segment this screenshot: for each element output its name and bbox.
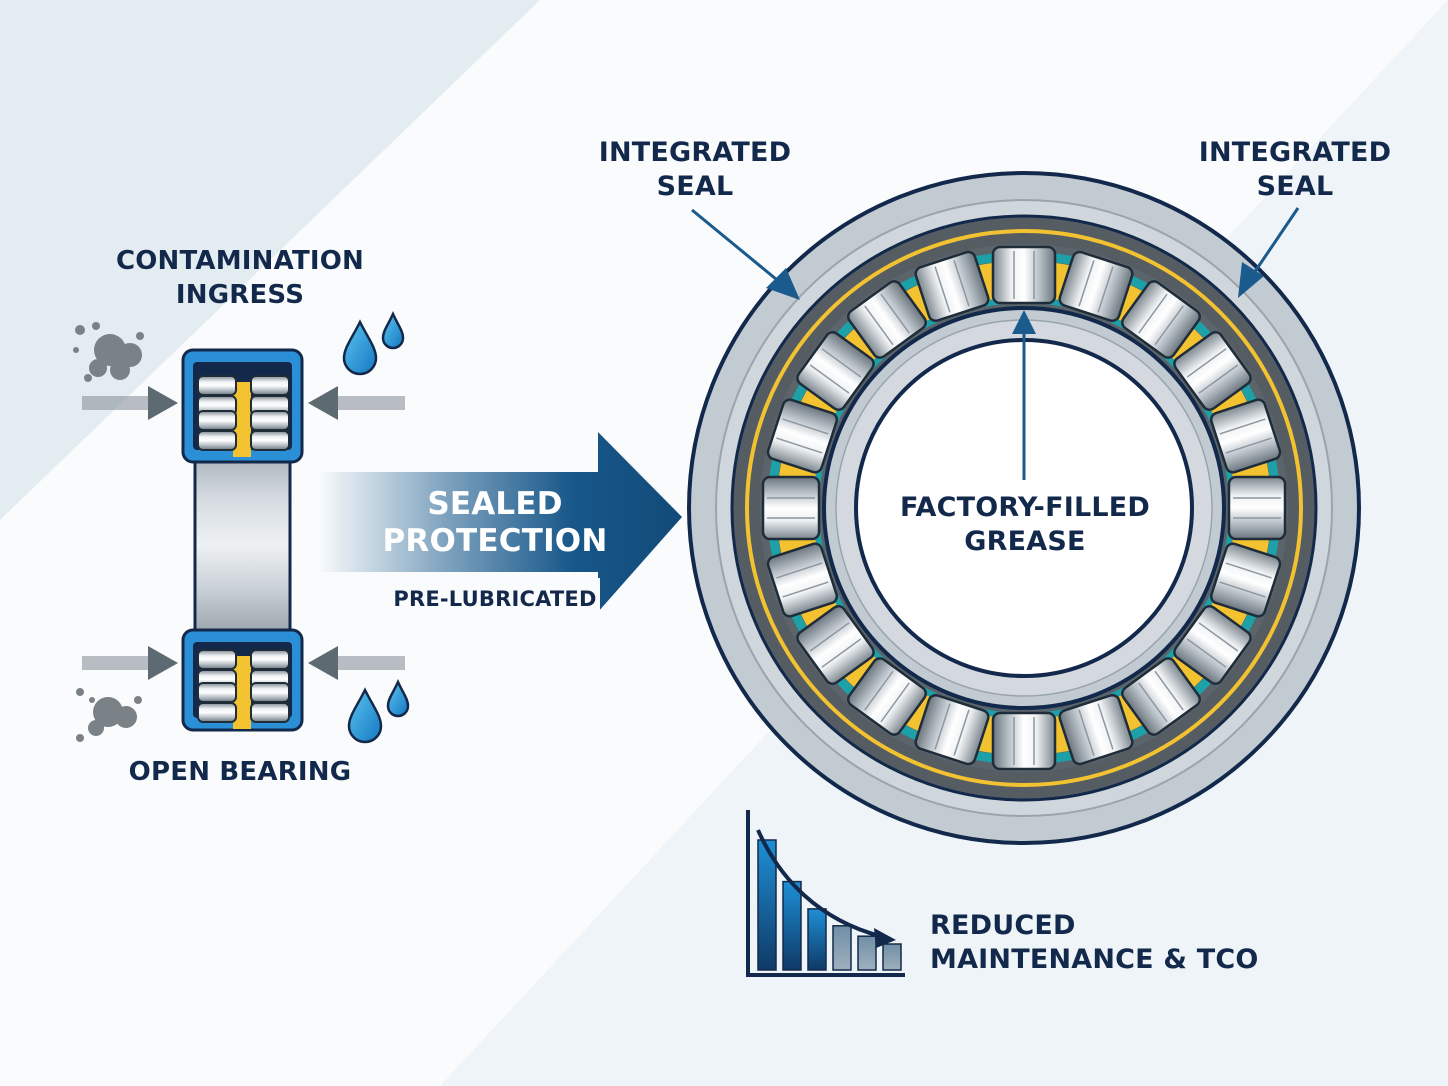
roller: [1058, 250, 1134, 323]
roller: [1120, 280, 1202, 359]
factory-filled-grease-label: FACTORY-FILLED GREASE: [899, 492, 1151, 557]
sealed-protection-arrow: [318, 432, 682, 612]
roller: [1173, 604, 1252, 686]
roller: [796, 604, 875, 686]
roller: [766, 542, 839, 618]
open-roller: [197, 410, 237, 431]
roller: [761, 475, 821, 541]
callout-arrows: [691, 207, 1300, 480]
roller: [846, 657, 928, 736]
trend-bar: [882, 943, 902, 971]
open-bearing-rollers: [197, 375, 290, 729]
open-roller: [197, 375, 237, 396]
roller: [846, 280, 928, 359]
open-roller: [197, 430, 237, 451]
open-roller: [250, 682, 290, 703]
open-roller: [250, 410, 290, 431]
roller: [1058, 693, 1134, 766]
trend-bar: [832, 925, 852, 971]
roller: [1120, 657, 1202, 736]
integrated-seal-right-label: INTEGRATED SEAL: [1198, 137, 1392, 202]
open-roller: [197, 682, 237, 703]
dust-particles-icon: [73, 322, 144, 742]
roller: [1209, 542, 1282, 618]
trend-bar: [857, 935, 877, 971]
roller: [914, 693, 990, 766]
open-roller: [250, 375, 290, 396]
contamination-arrows: [82, 386, 405, 680]
roller: [991, 245, 1057, 305]
water-drop-icon: [342, 310, 410, 744]
roller: [796, 330, 875, 412]
sealed-bearing: [687, 171, 1361, 845]
declining-bar-chart-icon: [746, 810, 905, 977]
contamination-ingress-label: CONTAMINATION INGRESS: [115, 246, 365, 310]
roller: [914, 250, 990, 323]
seal-yellow-line: [745, 229, 1303, 787]
pre-lubricated-label: PRE-LUBRICATED: [393, 587, 597, 611]
pre-lubricated-label-bg: [380, 578, 600, 620]
roller: [1173, 330, 1252, 412]
trend-bar: [782, 880, 802, 971]
roller: [991, 711, 1057, 771]
open-roller: [250, 702, 290, 723]
open-roller: [250, 430, 290, 451]
open-roller: [197, 649, 237, 670]
integrated-seal-left-label: INTEGRATED SEAL: [598, 137, 792, 202]
open-roller: [250, 649, 290, 670]
open-bearing-label: OPEN BEARING: [128, 757, 352, 787]
sealed-protection-label: SEALED PROTECTION: [382, 486, 608, 559]
trend-bar: [807, 908, 827, 971]
trend-bar: [757, 839, 777, 971]
roller: [1227, 475, 1287, 541]
roller: [1209, 398, 1282, 474]
open-roller: [197, 702, 237, 723]
reduced-maintenance-label: REDUCED MAINTENANCE & TCO: [930, 910, 1259, 975]
roller: [766, 398, 839, 474]
sealed-bearing-rollers: [761, 245, 1287, 771]
